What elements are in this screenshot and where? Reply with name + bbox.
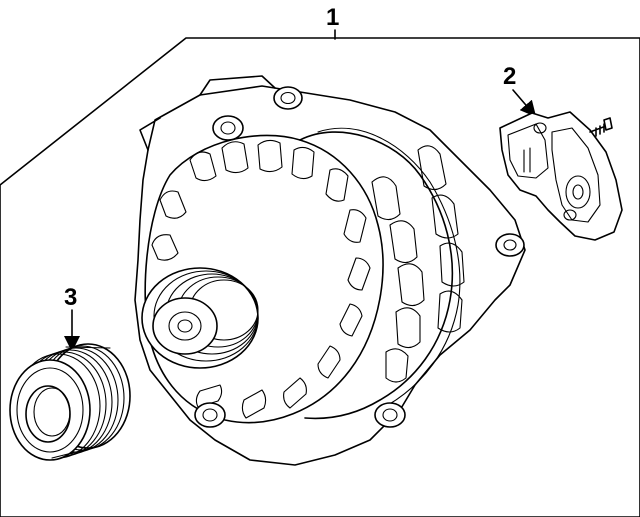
alternator-rear-fins [371, 145, 465, 383]
callout-2-label: 2 [503, 63, 516, 90]
alternator-part [134, 75, 526, 466]
alternator-mount-bosses [139, 75, 525, 428]
alternator-pulley [141, 267, 259, 369]
alternator-front-vents [151, 139, 371, 419]
callout-3-label: 3 [64, 284, 77, 311]
callout-2-leader [512, 89, 537, 118]
callout-1-label: 1 [326, 4, 339, 31]
assembly-boundary [0, 37, 640, 517]
voltage-regulator-part [499, 111, 623, 241]
pulley-part [9, 343, 131, 461]
